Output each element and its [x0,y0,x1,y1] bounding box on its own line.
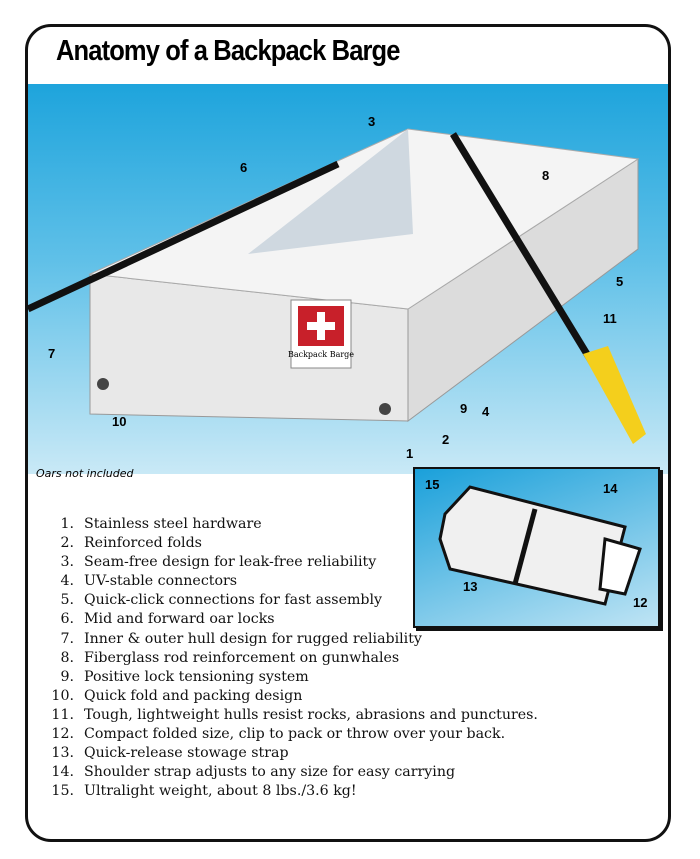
feature-number: 6. [60,611,74,628]
feature-text: Quick-release stowage strap [84,745,289,762]
feature-item: 3. Seam-free design for leak-free reliabi… [28,553,538,572]
feature-item: 2. Reinforced folds [28,534,538,553]
feature-number: 4. [60,573,74,590]
feature-item: 5. Quick-click connections for fast assem… [28,591,538,610]
feature-number: 12. [51,726,74,743]
feature-item: 1. Stainless steel hardware [28,515,538,534]
feature-text: Positive lock tensioning system [84,668,309,685]
feature-number: 15. [51,783,74,800]
frame: Anatomy of a Backpack Barge Backpack Bar… [25,24,671,842]
feature-number: 7. [60,630,74,647]
callout-13: 13 [463,579,478,594]
feature-text: Compact folded size, clip to pack or thr… [84,726,506,743]
feature-text: UV-stable connectors [84,573,238,590]
callout-5: 5 [616,274,624,289]
oar-blade [583,346,646,444]
feature-item: 10. Quick fold and packing design [28,687,538,706]
feature-item: 7. Inner & outer hull design for rugged r… [28,630,538,649]
callout-11: 11 [603,311,617,326]
callout-10: 10 [112,414,127,429]
feature-item: 8. Fiberglass rod reinforcement on gunwha… [28,649,538,668]
callout-12: 12 [633,595,648,610]
feature-item: 6. Mid and forward oar locks [28,610,538,629]
callout-8: 8 [542,168,550,183]
callout-15: 15 [425,477,440,492]
callout-1: 1 [406,446,414,461]
feature-item: 12. Compact folded size, clip to pack or … [28,725,538,744]
feature-text: Tough, lightweight hulls resist rocks, a… [84,706,538,723]
boat-inner-shadow [248,129,413,254]
oars-note: Oars not included [36,467,134,480]
feature-number: 14. [51,764,74,781]
callout-3: 3 [368,114,376,129]
feature-number: 10. [51,687,74,704]
feature-item: 11. Tough, lightweight hulls resist rocks… [28,706,538,725]
folded-boat-inset: 15 14 13 12 [413,467,660,628]
feature-text: Fiberglass rod reinforcement on gunwhale… [84,649,400,666]
boat-illustration: Backpack Barge [28,128,646,444]
page-title: Anatomy of a Backpack Barge [56,35,400,67]
feature-text: Quick fold and packing design [84,687,303,704]
callout-4: 4 [482,404,490,419]
feature-list: 1. Stainless steel hardware 2. Reinforced f… [28,515,538,801]
left-oar [28,160,340,313]
feature-text: Quick-click connections for fast assembl… [84,592,383,609]
right-oar [450,132,596,366]
feature-text: Shoulder strap adjusts to any size for e… [84,764,456,781]
feature-number: 2. [60,535,74,552]
callout-7: 7 [48,346,56,361]
feature-number: 8. [60,649,74,666]
feature-text: Reinforced folds [84,535,202,552]
boat-photo: Backpack Barge 3 6 8 5 11 7 9 4 10 2 1 [28,84,668,474]
feature-text: Seam-free design for leak-free reliabili… [84,554,377,571]
feature-text: Ultralight weight, about 8 lbs./3.6 kg! [84,783,357,800]
feature-text: Mid and forward oar locks [84,611,275,628]
feature-item: 13. Quick-release stowage strap [28,744,538,763]
feature-number: 5. [60,592,74,609]
folded-boat-illustration [438,485,642,606]
feature-item: 4. UV-stable connectors [28,572,538,591]
feature-text: Stainless steel hardware [84,516,262,532]
feature-text: Inner & outer hull design for rugged rel… [84,630,422,647]
sign-text: Backpack Barge [288,350,354,359]
feature-item: 14. Shoulder strap adjusts to any size fo… [28,763,538,782]
callout-9: 9 [460,401,468,416]
feature-number: 1. [60,516,74,532]
feature-item: 15. Ultralight weight, about 8 lbs./3.6 k… [28,782,538,801]
feature-item: 9. Positive lock tensioning system [28,668,538,687]
callout-6: 6 [240,160,248,175]
feature-number: 3. [60,554,74,571]
feature-number: 13. [51,745,74,762]
callout-2: 2 [442,432,450,447]
feature-number: 11. [51,706,74,723]
feature-number: 9. [60,668,74,685]
callout-14: 14 [603,481,618,496]
